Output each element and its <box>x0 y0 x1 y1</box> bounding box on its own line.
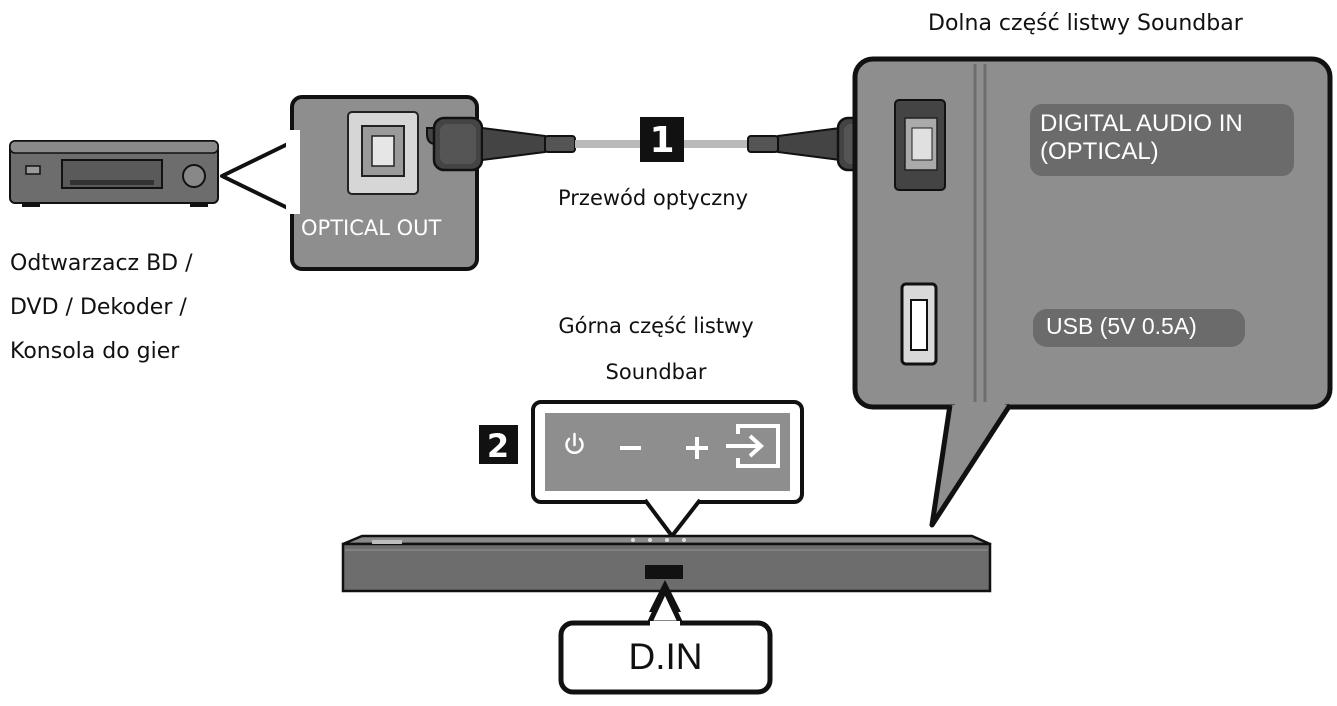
source-input-icon <box>726 424 780 468</box>
digital-audio-in-label-line1: DIGITAL AUDIO IN <box>1040 110 1243 137</box>
optical-out-panel <box>286 95 479 271</box>
source-callout-pointer <box>220 138 298 214</box>
step-1-number: 1 <box>649 120 674 161</box>
bottom-panel-title: Dolna część listwy Soundbar <box>928 11 1243 36</box>
d-in-label: D.IN <box>628 636 703 677</box>
top-panel-callout-pointer <box>643 498 702 538</box>
power-icon <box>565 432 584 454</box>
soundbar-illustration <box>341 534 992 593</box>
bottom-panel-callout-pointer <box>929 403 1013 528</box>
digital-audio-in-label-line2: (OPTICAL) <box>1040 138 1159 165</box>
soundbar-bottom-panel <box>852 56 1333 410</box>
step-2-badge <box>479 425 518 464</box>
plus-icon <box>686 437 708 459</box>
top-panel-label-line1: Górna część listwy <box>558 314 754 338</box>
optical-out-label: OPTICAL OUT <box>301 216 442 240</box>
step-1-badge <box>640 117 684 162</box>
source-device-illustration <box>9 140 219 207</box>
soundbar-top-panel <box>531 400 804 504</box>
cable-name-label: Przewód optyczny <box>558 186 749 210</box>
source-device-label-line1: Odtwarzacz BD / <box>10 251 193 276</box>
usb-port-label: USB (5V 0.5A) <box>1046 313 1197 339</box>
step-2-number: 2 <box>487 427 509 465</box>
source-device-label-line3: Konsola do gier <box>10 339 180 364</box>
source-device-label-line2: DVD / Dekoder / <box>10 295 187 320</box>
top-panel-label-line2: Soundbar <box>605 360 707 384</box>
